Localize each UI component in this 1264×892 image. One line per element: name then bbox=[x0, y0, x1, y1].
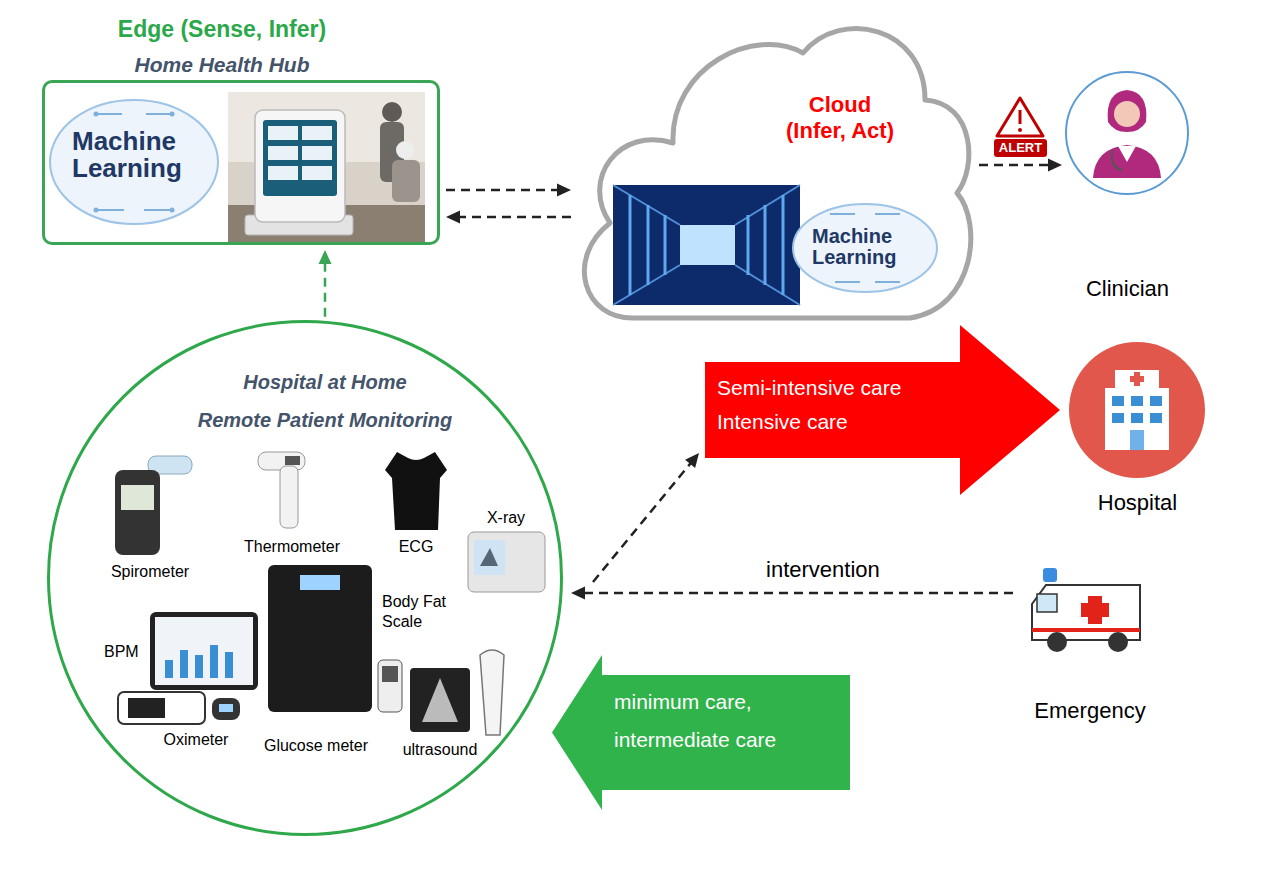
node-text: Home Health Hub bbox=[42, 52, 402, 77]
node-text: Machine Learning bbox=[812, 226, 916, 268]
node-text: intermediate care bbox=[614, 727, 844, 752]
text-slot: Glucose meter bbox=[256, 736, 376, 755]
dashed-connector bbox=[979, 159, 1062, 172]
text-slot: Emergency bbox=[1015, 698, 1165, 724]
text-slot: Intensive care bbox=[717, 409, 957, 434]
dashed-connector bbox=[319, 250, 332, 317]
node-text: Semi-intensive care bbox=[717, 375, 957, 400]
cloud-path bbox=[584, 29, 970, 318]
text-slot: Hospital at Home bbox=[125, 370, 525, 394]
text-slot: Edge (Sense, Infer) bbox=[42, 16, 402, 44]
xray-device bbox=[468, 532, 545, 592]
device-label: ultrasound bbox=[395, 740, 485, 759]
node-text: Machine Learning bbox=[72, 128, 196, 183]
node-text: Hospital bbox=[1065, 490, 1210, 516]
text-slot: ALERT bbox=[994, 139, 1047, 157]
arrow-path bbox=[552, 655, 850, 810]
oximeter-device bbox=[212, 698, 240, 720]
text-slot: Semi-intensive care bbox=[717, 375, 957, 400]
node-text: Clinician bbox=[1060, 276, 1195, 302]
ambulance-icon bbox=[1032, 568, 1140, 652]
text-slot: Cloud (Infer, Act) bbox=[780, 92, 900, 145]
text-slot: Clinician bbox=[1060, 276, 1195, 302]
text-slot: Hospital bbox=[1065, 490, 1210, 516]
connector-line bbox=[324, 260, 327, 317]
arrow-head bbox=[685, 453, 699, 468]
dashed-connector bbox=[593, 453, 699, 582]
node-text: Cloud (Infer, Act) bbox=[780, 92, 900, 145]
dashed-connector bbox=[446, 211, 571, 224]
text-slot: intervention bbox=[762, 557, 884, 583]
connector-line bbox=[979, 164, 1052, 167]
text-slot: intermediate care bbox=[614, 727, 844, 752]
device-label: Body Fat Scale bbox=[382, 592, 460, 632]
ultrasound-device bbox=[410, 650, 504, 735]
ecg-shirt bbox=[385, 452, 447, 530]
device-label: Glucose meter bbox=[256, 736, 376, 755]
arrow-head bbox=[1048, 159, 1062, 172]
circle-path bbox=[1069, 342, 1205, 478]
text-slot: Spirometer bbox=[80, 562, 220, 581]
arrow-head bbox=[571, 587, 585, 600]
circle-path bbox=[49, 322, 562, 835]
node-text: Edge (Sense, Infer) bbox=[42, 16, 402, 44]
node-text: Emergency bbox=[1015, 698, 1165, 724]
connector-line bbox=[593, 461, 693, 582]
text-slot: X-ray bbox=[466, 508, 546, 527]
text-slot: Oximeter bbox=[146, 730, 246, 749]
arrow-head bbox=[446, 211, 460, 224]
arrow-head bbox=[557, 184, 571, 197]
edge-label: ALERT bbox=[994, 139, 1047, 157]
device-label: Thermometer bbox=[222, 537, 362, 556]
text-slot: ultrasound bbox=[395, 740, 485, 759]
thermometer-device bbox=[258, 452, 305, 528]
glucose-meter-device bbox=[378, 660, 402, 712]
text-slot: Home Health Hub bbox=[42, 52, 402, 77]
text-slot: Thermometer bbox=[222, 537, 362, 556]
spirometer-device bbox=[115, 456, 192, 555]
home-care-arrow: minimum care, intermediate care bbox=[552, 655, 850, 810]
dashed-connector bbox=[446, 184, 571, 197]
device-label: Spirometer bbox=[80, 562, 220, 581]
circle-path bbox=[1066, 72, 1188, 194]
node-text: Intensive care bbox=[717, 409, 957, 434]
device-label: ECG bbox=[366, 537, 466, 556]
dashed-connector bbox=[571, 587, 1013, 600]
node-text: minimum care, bbox=[614, 689, 844, 714]
text-slot: minimum care, bbox=[614, 689, 844, 714]
tablet-device bbox=[150, 612, 258, 690]
intensive-care-arrow: Semi-intensive careIntensive care bbox=[705, 325, 1060, 495]
device-label: BPM bbox=[104, 642, 154, 661]
bpm-device bbox=[118, 692, 205, 724]
device-label: Oximeter bbox=[146, 730, 246, 749]
scale-device bbox=[268, 565, 372, 712]
hub-device-photo bbox=[228, 92, 425, 242]
connector-line bbox=[456, 216, 571, 219]
server-photo bbox=[613, 185, 800, 305]
text-slot: Body Fat Scale bbox=[382, 592, 460, 632]
alert-symbol bbox=[997, 98, 1043, 136]
connector-line bbox=[446, 189, 561, 192]
text-slot: BPM bbox=[104, 642, 154, 661]
text-slot: Remote Patient Monitoring bbox=[125, 408, 525, 432]
arrow-head bbox=[319, 250, 332, 264]
brain-logo bbox=[50, 100, 218, 224]
text-slot: Machine Learning bbox=[72, 128, 196, 183]
connector-line bbox=[581, 592, 1013, 595]
brain-logo bbox=[793, 204, 937, 292]
text-slot: Machine Learning bbox=[812, 226, 916, 268]
device-label: X-ray bbox=[466, 508, 546, 527]
node-text: Remote Patient Monitoring bbox=[125, 408, 525, 432]
node-text: Hospital at Home bbox=[125, 370, 525, 394]
edge-label: intervention bbox=[762, 557, 884, 583]
text-slot: ECG bbox=[366, 537, 466, 556]
arrow-path bbox=[705, 325, 1060, 495]
